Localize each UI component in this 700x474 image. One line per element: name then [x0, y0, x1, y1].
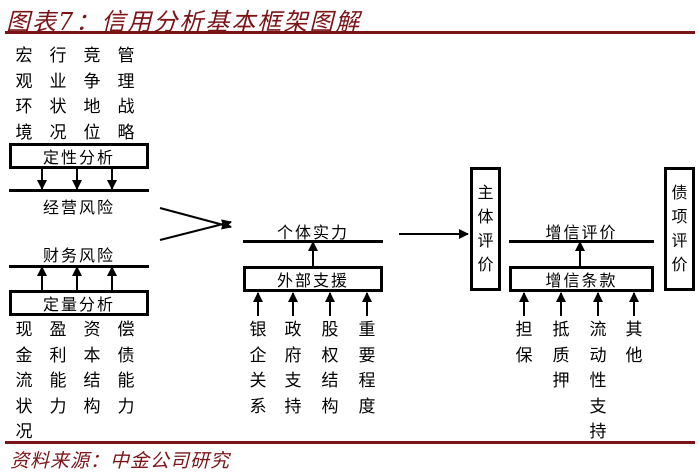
- credit-enhancement-label: 增信评价: [545, 223, 618, 242]
- source-note: 资料来源：中金公司研究: [10, 450, 231, 472]
- individual-strength-label: 个体实力: [276, 223, 349, 242]
- enhancement-factor: 抵质押: [552, 320, 570, 391]
- bottom-rule: [5, 441, 695, 444]
- operating-risk-line: [9, 189, 149, 192]
- qualitative-factor: 竞争地位: [83, 46, 101, 143]
- support-factor: 政府支持: [284, 320, 302, 417]
- enhancement-terms-box: 增信条款: [509, 266, 654, 292]
- external-support-box: 外部支援: [243, 266, 383, 292]
- arrow-financial-to-individual: [159, 219, 232, 241]
- entity-rating-label: 主体评价: [477, 183, 494, 274]
- enhancement-factor: 担保: [515, 320, 533, 366]
- debt-rating-label: 债项评价: [671, 183, 688, 274]
- quantitative-factor: 偿债能力: [117, 320, 135, 417]
- qualitative-factor: 行业状况: [49, 46, 67, 143]
- quantitative-factor: 资本结构: [83, 320, 101, 417]
- quantitative-factor: 盈利能力: [49, 320, 67, 417]
- qualitative-factor: 宏观环境: [15, 46, 33, 143]
- quantitative-factor: 现金流状况: [15, 320, 33, 442]
- qualitative-analysis-box: 定性分析: [9, 143, 149, 169]
- debt-rating-box: 债项评价: [664, 167, 695, 291]
- enhancement-factor: 流动性支持: [589, 320, 607, 442]
- arrow-operating-to-individual: [159, 207, 232, 230]
- support-factor: 银企关系: [249, 320, 267, 417]
- top-rule: [5, 31, 695, 34]
- quantitative-analysis-box: 定量分析: [9, 290, 149, 316]
- operating-risk-label: 经营风险: [42, 198, 115, 217]
- entity-rating-box: 主体评价: [470, 167, 501, 291]
- financial-risk-label: 财务风险: [42, 246, 115, 265]
- support-factor: 股权结构: [321, 320, 339, 417]
- qualitative-factor: 管理战略: [117, 46, 135, 143]
- support-factor: 重要程度: [358, 320, 376, 417]
- enhancement-factor: 其他: [625, 320, 643, 366]
